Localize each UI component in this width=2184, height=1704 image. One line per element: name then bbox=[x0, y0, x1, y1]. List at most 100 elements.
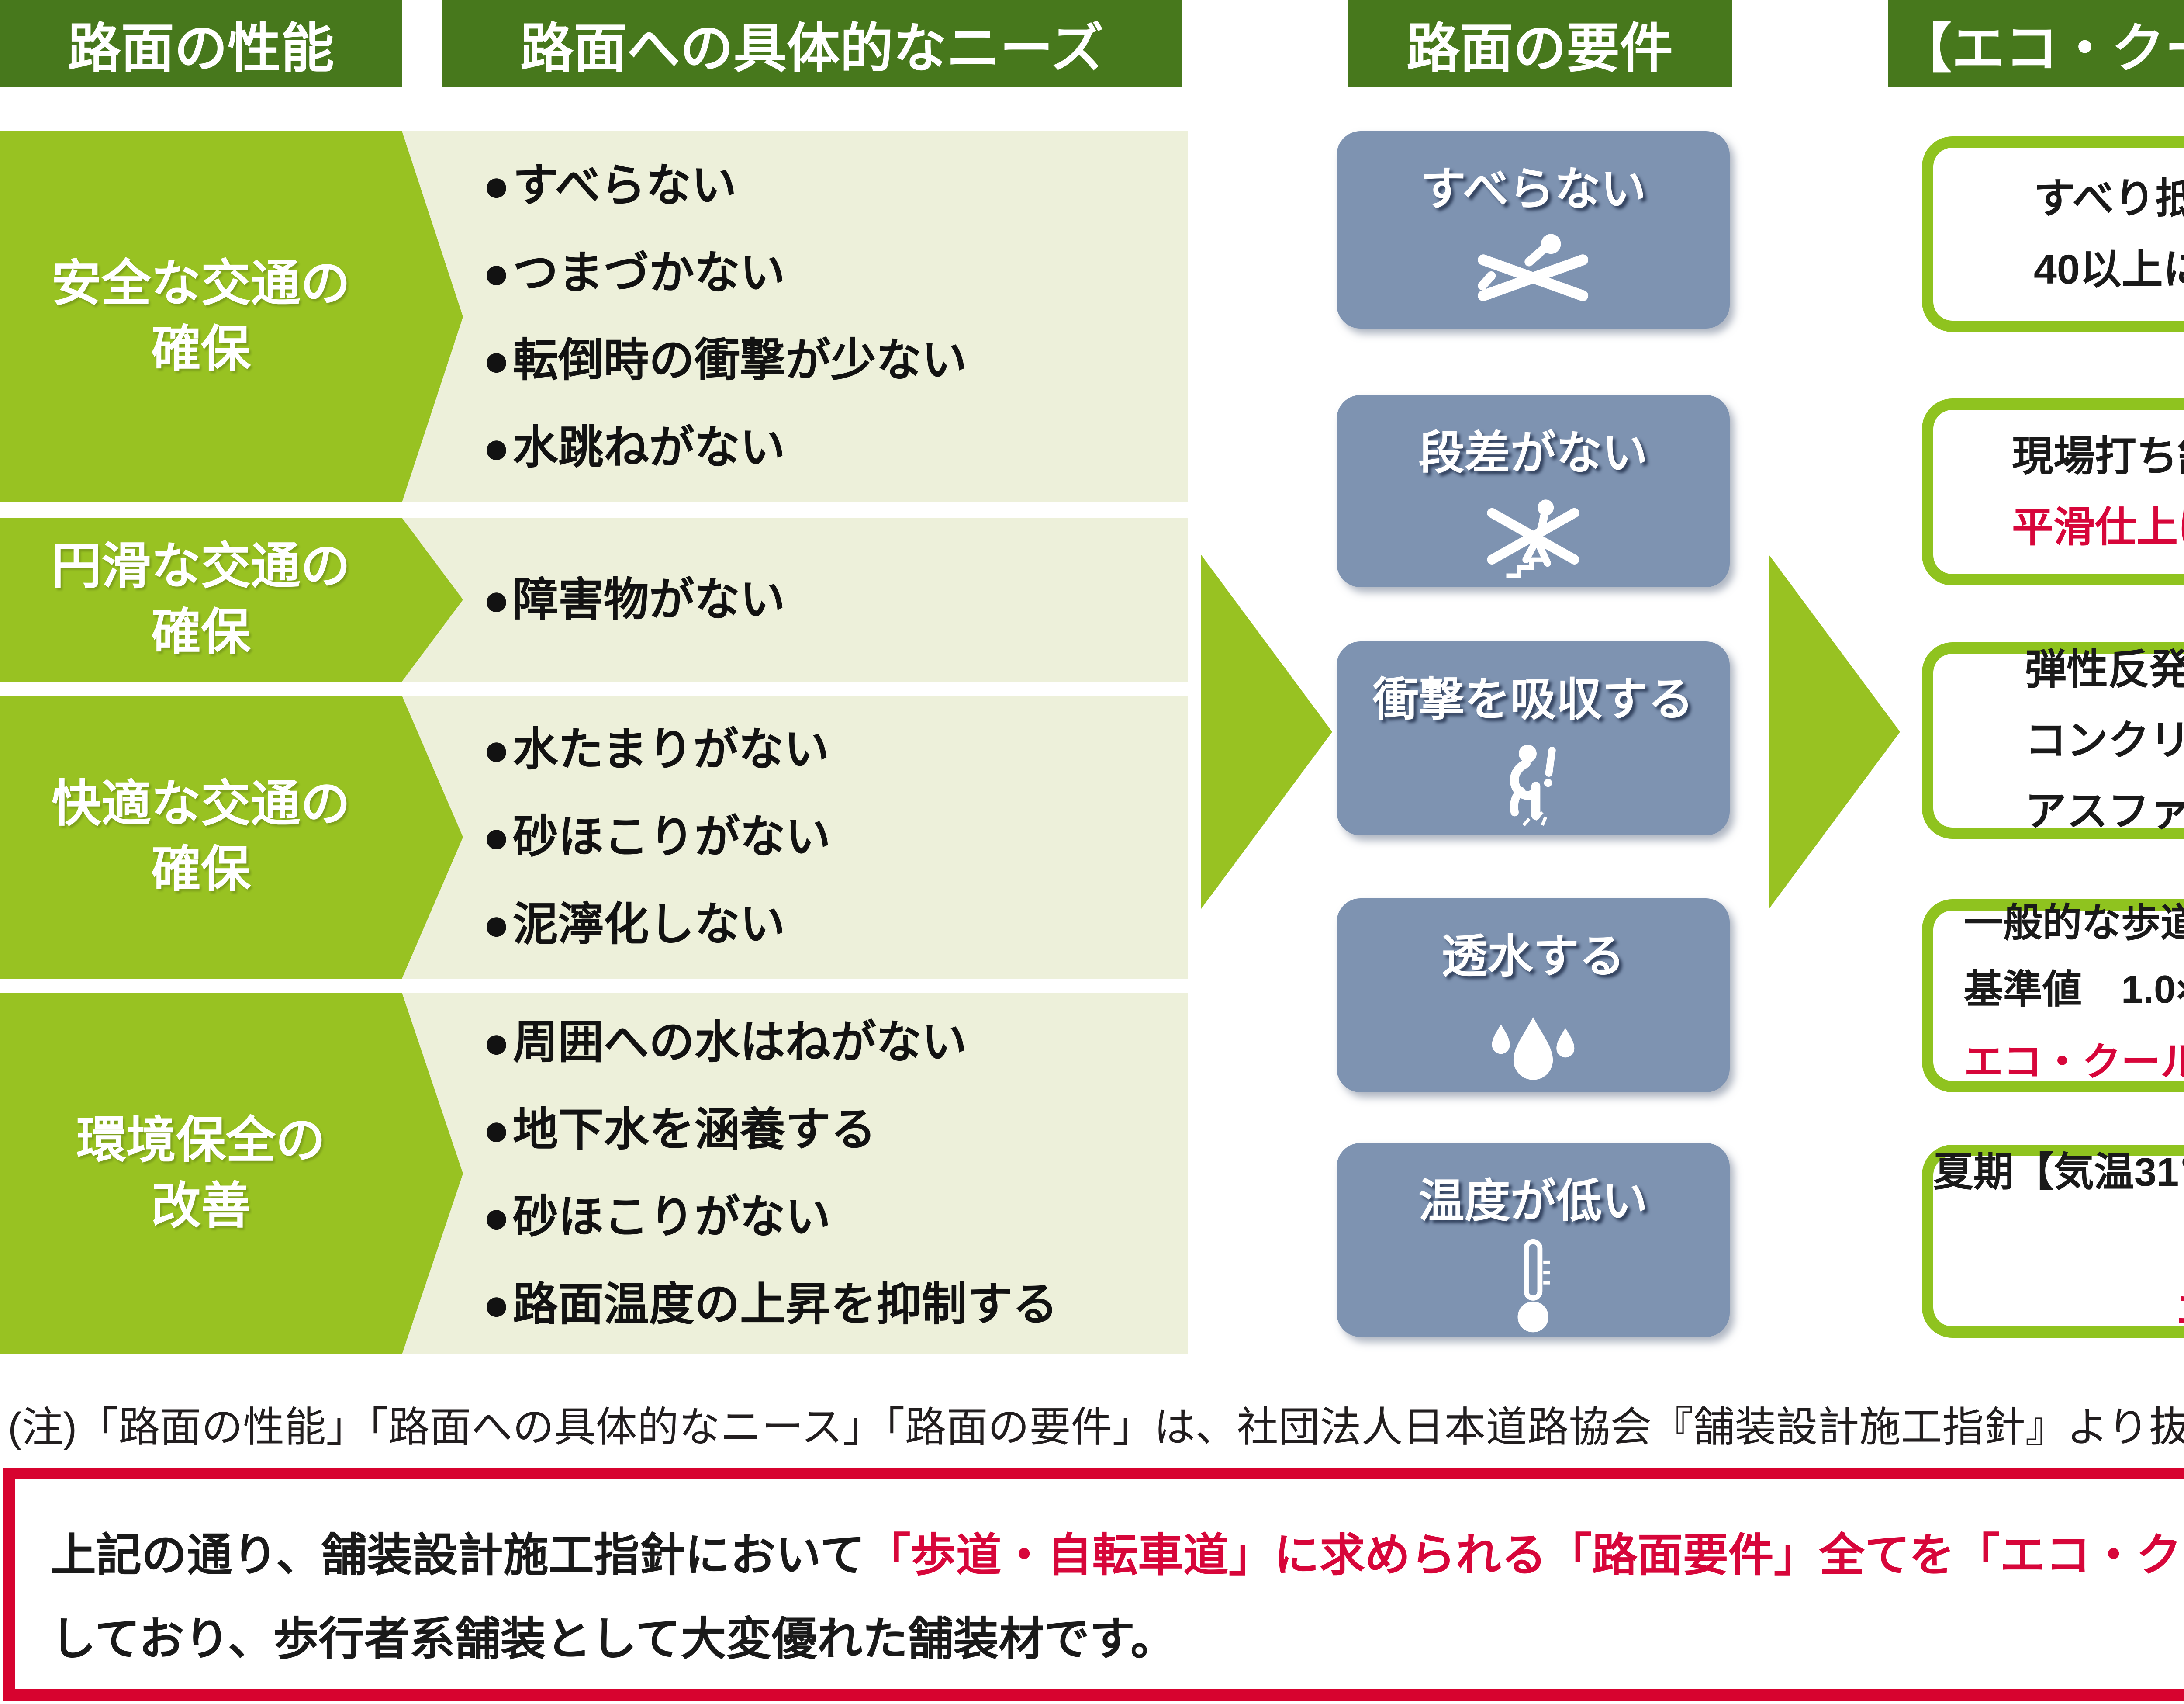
requirement-title: 衝撃を吸収する bbox=[1372, 674, 1694, 725]
need-item: ●泥濘化しない bbox=[483, 881, 1188, 968]
bullet-icon: ● bbox=[483, 1105, 510, 1155]
performance-arrow: 円滑な交通の確保 bbox=[0, 518, 463, 682]
need-text: 転倒時の衝撃が少ない bbox=[512, 335, 967, 386]
suitability-line: アスファルト舗装の1/2程度。 bbox=[2025, 776, 2184, 847]
text-segment: エコ・クールサンド 1.0×10 bbox=[1964, 1040, 2184, 1084]
suitability-line: 40以上に対し75以上 bbox=[2034, 234, 2184, 305]
performance-label-line: 確保 bbox=[151, 604, 251, 660]
header-eco-cool-sand-suitability: 【エコ・クールサンドの適合性】 bbox=[1888, 0, 2184, 87]
performance-label-line: 環境保全の bbox=[76, 1112, 325, 1168]
conclusion-line1-black: 上記の通り、舗装設計施工指針において bbox=[51, 1530, 865, 1581]
requirement-card: すべらない bbox=[1337, 131, 1730, 329]
text-segment: 夏期【気温31℃】アスファルト舗装 55℃ bbox=[1933, 1150, 2184, 1195]
performance-label: 安全な交通の確保 bbox=[52, 251, 411, 383]
conclusion-line-2: しており、歩行者系舗装として大変優れた舗装材です。 bbox=[51, 1614, 1176, 1665]
performance-label-line: 安全な交通の bbox=[51, 256, 350, 312]
suitability-line: エコ・クールサンド 44℃ bbox=[1933, 1276, 2184, 1345]
bullet-icon: ● bbox=[483, 1279, 510, 1330]
suitability-line: 弾性反発試験（表面の硬さ） bbox=[2025, 634, 2184, 705]
performance-label-line: 確保 bbox=[151, 842, 251, 897]
text-segment: エコ・クールサンド 44℃ bbox=[2176, 1288, 2184, 1333]
conclusion-line1-red: 「歩道・自転車道」に求められる「路面要件」全てを「エコ・クールサンド」はクリア bbox=[865, 1530, 2184, 1581]
requirement-title: 温度が低い bbox=[1418, 1176, 1648, 1227]
suitability-card: 弾性反発試験（表面の硬さ）コンクリート舗装の1/3程度。アスファルト舗装の1/2… bbox=[1922, 642, 2184, 839]
needs-box: ●水たまりがない●砂ほこりがない●泥濘化しない bbox=[402, 696, 1188, 979]
needs-box: ●周囲への水はねがない●地下水を涵養する●砂ほこりがない●路面温度の上昇を抑制す… bbox=[402, 993, 1188, 1354]
requirement-card: 透水する bbox=[1337, 898, 1730, 1092]
shock-absorb-icon bbox=[1489, 735, 1578, 835]
suitability-card: 現場打ち舗装のため、舗装表面は平滑仕上げ。 bbox=[1922, 398, 2184, 585]
suitability-line: 夏期【気温31℃】アスファルト舗装 55℃ bbox=[1933, 1138, 2184, 1207]
bullet-icon: ● bbox=[483, 1192, 510, 1243]
need-item: ●障害物がない bbox=[483, 556, 1188, 644]
suitability-line: コンクリート舗装 52℃ bbox=[1933, 1207, 2184, 1276]
flow-arrow-left-icon bbox=[1201, 555, 1332, 909]
bullet-icon: ● bbox=[483, 335, 510, 386]
need-text: 水たまりがない bbox=[512, 724, 829, 775]
need-item: ●水跳ねがない bbox=[483, 404, 1188, 492]
requirement-card: 温度が低い bbox=[1337, 1143, 1730, 1337]
water-permeable-icon bbox=[1479, 992, 1587, 1092]
need-text: すべらない bbox=[512, 160, 737, 211]
suitability-line: 基準値 1.0×10-2 cm/sec bbox=[1964, 956, 2184, 1029]
bullet-icon: ● bbox=[483, 423, 510, 473]
need-text: 路面温度の上昇を抑制する bbox=[512, 1279, 1058, 1330]
performance-arrow: 快適な交通の確保 bbox=[0, 696, 463, 979]
need-item: ●砂ほこりがない bbox=[483, 1174, 1188, 1261]
text-segment: すべり抵抗性（湿潤時）目標値 bbox=[2034, 176, 2184, 222]
performance-label: 円滑な交通の確保 bbox=[52, 534, 411, 665]
requirement-card: 衝撃を吸収する bbox=[1337, 641, 1730, 835]
suitability-line: 一般的な歩道部の透水係数 bbox=[1964, 890, 2184, 956]
text-segment: 弾性反発試験（表面の硬さ） bbox=[2025, 647, 2184, 693]
bullet-icon: ● bbox=[483, 899, 510, 950]
no-slip-icon bbox=[1473, 225, 1593, 329]
need-text: 地下水を涵養する bbox=[512, 1105, 876, 1155]
need-item: ●転倒時の衝撃が少ない bbox=[483, 317, 1188, 404]
suitability-line: 現場打ち舗装のため、舗装表面は bbox=[2012, 421, 2184, 492]
requirement-card: 段差がない bbox=[1337, 395, 1730, 587]
suitability-card: すべり抵抗性（湿潤時）目標値 40以上に対し75以上 bbox=[1922, 136, 2184, 332]
bullet-icon: ● bbox=[483, 724, 510, 775]
conclusion-line-1: 上記の通り、舗装設計施工指針において「歩道・自転車道」に求められる「路面要件」全… bbox=[51, 1514, 2184, 1597]
text-segment: 一般的な歩道部の透水係数 bbox=[1964, 901, 2184, 945]
footnote: (注)「路面の性能」「路面への具体的なニース」「路面の要件」は、社団法人日本道路… bbox=[8, 1404, 2184, 1451]
text-segment: 現場打ち舗装のため、舗装表面は bbox=[2012, 433, 2184, 480]
conclusion-box: 上記の通り、舗装設計施工指針において「歩道・自転車道」に求められる「路面要件」全… bbox=[3, 1468, 2184, 1701]
header-specific-needs: 路面への具体的なニーズ bbox=[442, 0, 1182, 87]
needs-box: ●障害物がない bbox=[402, 518, 1188, 682]
text-segment: 平滑仕上げ。 bbox=[2012, 504, 2184, 551]
need-text: 障害物がない bbox=[512, 574, 785, 625]
low-temperature-icon bbox=[1507, 1236, 1559, 1339]
header-road-requirements: 路面の要件 bbox=[1348, 0, 1732, 87]
flow-arrow-right-icon bbox=[1769, 555, 1900, 909]
performance-label-line: 円滑な交通の bbox=[51, 539, 350, 595]
need-text: 砂ほこりがない bbox=[512, 1192, 831, 1243]
need-item: ●周囲への水はねがない bbox=[483, 999, 1188, 1086]
need-text: 砂ほこりがない bbox=[512, 812, 831, 862]
suitability-card: 夏期【気温31℃】アスファルト舗装 55℃ コンクリート舗装 52℃ エコ・クールサ… bbox=[1922, 1145, 2184, 1338]
requirement-title: 透水する bbox=[1441, 931, 1625, 982]
text-segment: アスファルト舗装の bbox=[2025, 788, 2184, 835]
bullet-icon: ● bbox=[483, 160, 510, 211]
no-step-icon bbox=[1479, 488, 1587, 587]
need-text: 周囲への水はねがない bbox=[512, 1017, 967, 1068]
performance-arrow: 安全な交通の確保 bbox=[0, 131, 463, 502]
text-segment: 40以上に対し bbox=[2034, 246, 2184, 293]
text-segment: コンクリート舗装の bbox=[2025, 717, 2184, 764]
requirement-title: 段差がない bbox=[1418, 428, 1648, 479]
need-text: 水跳ねがない bbox=[512, 423, 785, 473]
need-text: 泥濘化しない bbox=[512, 899, 785, 950]
need-item: ●水たまりがない bbox=[483, 706, 1188, 793]
performance-label: 環境保全の改善 bbox=[76, 1108, 387, 1240]
need-item: ●地下水を涵養する bbox=[483, 1086, 1188, 1174]
performance-label-line: 改善 bbox=[151, 1178, 251, 1234]
requirement-title: すべらない bbox=[1420, 164, 1646, 215]
header-road-performance: 路面の性能 bbox=[0, 0, 402, 87]
needs-box: ●すべらない●つまづかない●転倒時の衝撃が少ない●水跳ねがない bbox=[402, 131, 1188, 502]
text-segment: 基準値 1.0×10 bbox=[1964, 968, 2184, 1011]
need-item: ●すべらない bbox=[483, 142, 1188, 229]
performance-label-line: 快適な交通の bbox=[51, 776, 350, 832]
suitability-card: 一般的な歩道部の透水係数基準値 1.0×10-2 cm/sec エコ・クールサンド… bbox=[1922, 899, 2184, 1092]
need-item: ●砂ほこりがない bbox=[483, 793, 1188, 881]
